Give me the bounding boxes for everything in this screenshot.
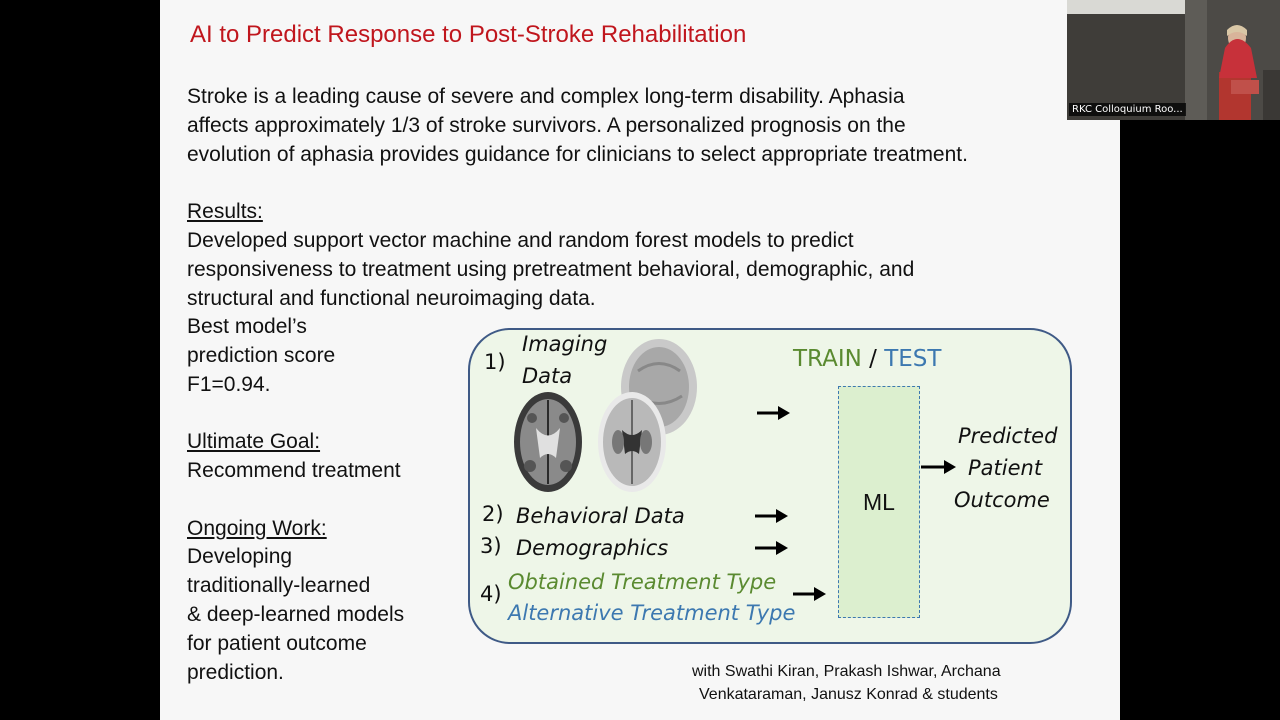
results-line-1: Developed support vector machine and ran…: [187, 229, 854, 252]
alternative-treatment-label: Alternative Treatment Type: [508, 601, 796, 625]
ongoing-heading: Ongoing Work:: [187, 517, 327, 540]
arrow-imaging-to-ml: [757, 406, 790, 420]
train-test-label: TRAIN / TEST: [793, 346, 941, 372]
ml-pipeline-diagram: 1) Imaging Data 2) Behavioral Data: [468, 328, 1072, 644]
demographics-label: Demographics: [516, 536, 669, 560]
credit-line-2: Venkataraman, Janusz Konrad & students: [699, 686, 998, 703]
intro-line-1: Stroke is a leading cause of severe and …: [187, 85, 905, 108]
ml-label: ML: [863, 489, 895, 515]
goal-heading: Ultimate Goal:: [187, 430, 321, 453]
behavioral-data-label: Behavioral Data: [516, 504, 685, 528]
outcome-line-3: Outcome: [954, 488, 1050, 512]
speaker-webcam-feed: RKC Colloquium Roo...: [1067, 0, 1280, 120]
credit-line-1: with Swathi Kiran, Prakash Ishwar, Archa…: [692, 663, 1001, 680]
best-model-score: F1=0.94.: [187, 373, 271, 396]
results-heading: Results:: [187, 200, 263, 223]
ongoing-line-4: for patient outcome: [187, 632, 367, 655]
intro-line-3: evolution of aphasia provides guidance f…: [187, 143, 968, 166]
imaging-label-line-1: Imaging: [522, 332, 608, 356]
brain-scan-image-1: [514, 392, 582, 492]
step-2-number: 2): [482, 502, 504, 526]
best-model-line-1: Best model’s: [187, 315, 307, 338]
arrow-behavioral-to-ml: [755, 509, 788, 523]
outcome-line-2: Patient: [968, 456, 1043, 480]
goal-text: Recommend treatment: [187, 459, 401, 482]
obtained-treatment-label: Obtained Treatment Type: [508, 570, 777, 594]
webcam-scene: [1067, 0, 1280, 120]
ml-model-box: ML: [838, 386, 920, 618]
ongoing-line-2: traditionally-learned: [187, 574, 371, 597]
step-1-number: 1): [484, 350, 506, 374]
outcome-line-1: Predicted: [958, 424, 1058, 448]
brain-scan-image-2: [598, 392, 666, 492]
slash-label: /: [869, 346, 877, 372]
arrow-ml-to-outcome: [921, 460, 956, 474]
results-line-2: responsiveness to treatment using pretre…: [187, 258, 915, 281]
train-label: TRAIN: [793, 346, 862, 372]
test-label: TEST: [884, 346, 942, 372]
best-model-line-2: prediction score: [187, 344, 336, 367]
slide-title: AI to Predict Response to Post-Stroke Re…: [190, 21, 747, 48]
webcam-room-label: RKC Colloquium Roo...: [1069, 103, 1186, 116]
intro-line-2: affects approximately 1/3 of stroke surv…: [187, 114, 906, 137]
imaging-label-line-2: Data: [522, 364, 573, 388]
step-3-number: 3): [480, 534, 502, 558]
arrow-treatment-to-ml: [793, 587, 826, 601]
ongoing-line-3: & deep-learned models: [187, 603, 405, 626]
arrow-demographics-to-ml: [755, 541, 788, 555]
presentation-slide: AI to Predict Response to Post-Stroke Re…: [160, 0, 1120, 720]
ongoing-line-1: Developing: [187, 545, 293, 568]
step-4-number: 4): [480, 582, 502, 606]
results-line-3: structural and functional neuroimaging d…: [187, 287, 596, 310]
ongoing-line-5: prediction.: [187, 661, 284, 684]
